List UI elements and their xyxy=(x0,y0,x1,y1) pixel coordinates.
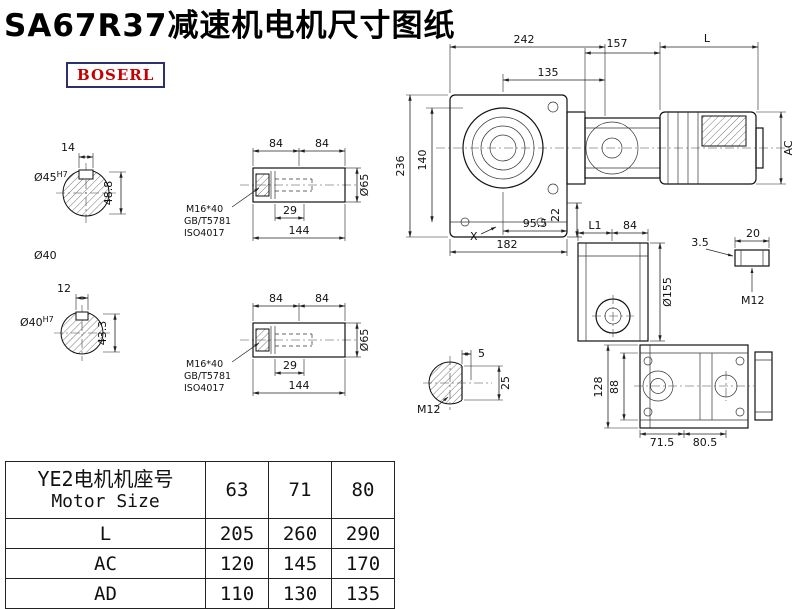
dim-dia-65-a: Ø65 xyxy=(358,174,371,197)
dim-95-5: 95.5 xyxy=(523,217,548,230)
row-label-AD: AD xyxy=(5,578,206,609)
size-71: 71 xyxy=(268,461,332,519)
label-std-gb-b: GB/T5781 xyxy=(184,371,231,382)
value-AC-71: 145 xyxy=(268,548,332,579)
page-title: SA67R37减速机电机尺寸图纸 xyxy=(4,8,456,44)
dim-22: 22 xyxy=(549,208,562,222)
dim-key-5: 5 xyxy=(478,347,485,360)
dim-3-5: 3.5 xyxy=(691,236,709,249)
shaft-side-view-bottom: 84 84 29 144 M16*40 GB/T5781 ISO4017 Ø65 xyxy=(184,292,371,396)
dim-48-8: 48.8 xyxy=(102,181,115,206)
dim-144-b: 144 xyxy=(289,379,310,392)
gearbox-side-view: L1 84 Ø155 3.5 20 M12 xyxy=(577,219,770,342)
size-80: 80 xyxy=(331,461,395,519)
dim-135: 135 xyxy=(538,66,559,79)
row-label-AC: AC xyxy=(5,548,206,579)
value-AD-71: 130 xyxy=(268,578,332,609)
row-label-L: L xyxy=(5,518,206,549)
dim-128: 128 xyxy=(592,377,605,398)
dim-29: 29 xyxy=(283,204,297,217)
dim-43-3: 43.3 xyxy=(96,321,109,346)
value-L-80: 290 xyxy=(331,518,395,549)
dim-dia-155: Ø155 xyxy=(661,277,674,307)
dim-144: 144 xyxy=(289,224,310,237)
dim-84-a: 84 xyxy=(269,137,283,150)
value-L-63: 205 xyxy=(205,518,269,549)
dim-80-5: 80.5 xyxy=(693,436,718,449)
motor-size-header-cn: YE2电机机座号 xyxy=(37,467,174,492)
shaft-side-view-top: 84 84 29 144 M16*40 GB/T5781 ISO4017 Ø65 xyxy=(184,137,371,241)
label-dia-40: Ø40 xyxy=(34,249,57,262)
dim-key-25: 25 xyxy=(499,376,512,390)
dim-dia-65-b: Ø65 xyxy=(358,329,371,352)
value-AD-80: 135 xyxy=(331,578,395,609)
table-header-row: YE2电机机座号 Motor Size 63 71 80 xyxy=(5,461,395,519)
value-L-71: 260 xyxy=(268,518,332,549)
shaft-keyway-end-view: 5 25 M12 xyxy=(417,347,512,416)
dim-84-c: 84 xyxy=(269,292,283,305)
label-x-mark: X xyxy=(470,230,478,243)
value-AC-63: 120 xyxy=(205,548,269,579)
table-row-AC: AC 120 145 170 xyxy=(5,548,395,579)
dim-242: 242 xyxy=(514,33,535,46)
shaft-section-40-view: 12 Ø40H7 43.3 xyxy=(20,282,120,361)
dim-20: 20 xyxy=(746,227,760,240)
size-63: 63 xyxy=(205,461,269,519)
label-std-iso: ISO4017 xyxy=(184,228,225,239)
value-AD-63: 110 xyxy=(205,578,269,609)
dim-L: L xyxy=(704,32,711,45)
label-bolt: M16*40 xyxy=(186,204,223,215)
label-std-iso-b: ISO4017 xyxy=(184,383,225,394)
dim-71-5: 71.5 xyxy=(650,436,675,449)
dim-84-d: 84 xyxy=(315,292,329,305)
label-dia-40h7: Ø40H7 xyxy=(20,315,54,329)
dim-84-side: 84 xyxy=(623,219,637,232)
dim-29-b: 29 xyxy=(283,359,297,372)
motor-size-header-en: Motor Size xyxy=(51,491,160,513)
dim-AC: AC xyxy=(782,140,795,155)
motor-size-header-cell: YE2电机机座号 Motor Size xyxy=(5,461,206,519)
dim-84-b: 84 xyxy=(315,137,329,150)
output-flange-bottom-view: 128 88 71.5 80.5 xyxy=(592,344,773,449)
main-assembly-view: 242 135 157 L 236 140 xyxy=(394,32,795,256)
dim-L1: L1 xyxy=(588,219,601,232)
table-row-AD: AD 110 130 135 xyxy=(5,578,395,609)
label-m12-end: M12 xyxy=(417,403,441,416)
dim-keyway-width-14: 14 xyxy=(61,141,75,154)
dim-157: 157 xyxy=(607,37,628,50)
motor-size-table: YE2电机机座号 Motor Size 63 71 80 L 205 260 2… xyxy=(5,461,395,609)
boserl-logo: BOSERL xyxy=(66,62,166,88)
label-std-gb: GB/T5781 xyxy=(184,216,231,227)
label-m12-side: M12 xyxy=(741,294,765,307)
dim-88: 88 xyxy=(608,380,621,394)
table-row-L: L 205 260 290 xyxy=(5,518,395,549)
dim-keyway-width-12: 12 xyxy=(57,282,71,295)
label-bolt-b: M16*40 xyxy=(186,359,223,370)
value-AC-80: 170 xyxy=(331,548,395,579)
dim-182: 182 xyxy=(497,238,518,251)
label-dia-45h7: Ø45H7 xyxy=(34,170,68,184)
dim-140: 140 xyxy=(416,150,429,171)
dim-236: 236 xyxy=(394,156,407,177)
shaft-section-45-view: 14 Ø45H7 48.8 Ø40 xyxy=(34,141,126,262)
